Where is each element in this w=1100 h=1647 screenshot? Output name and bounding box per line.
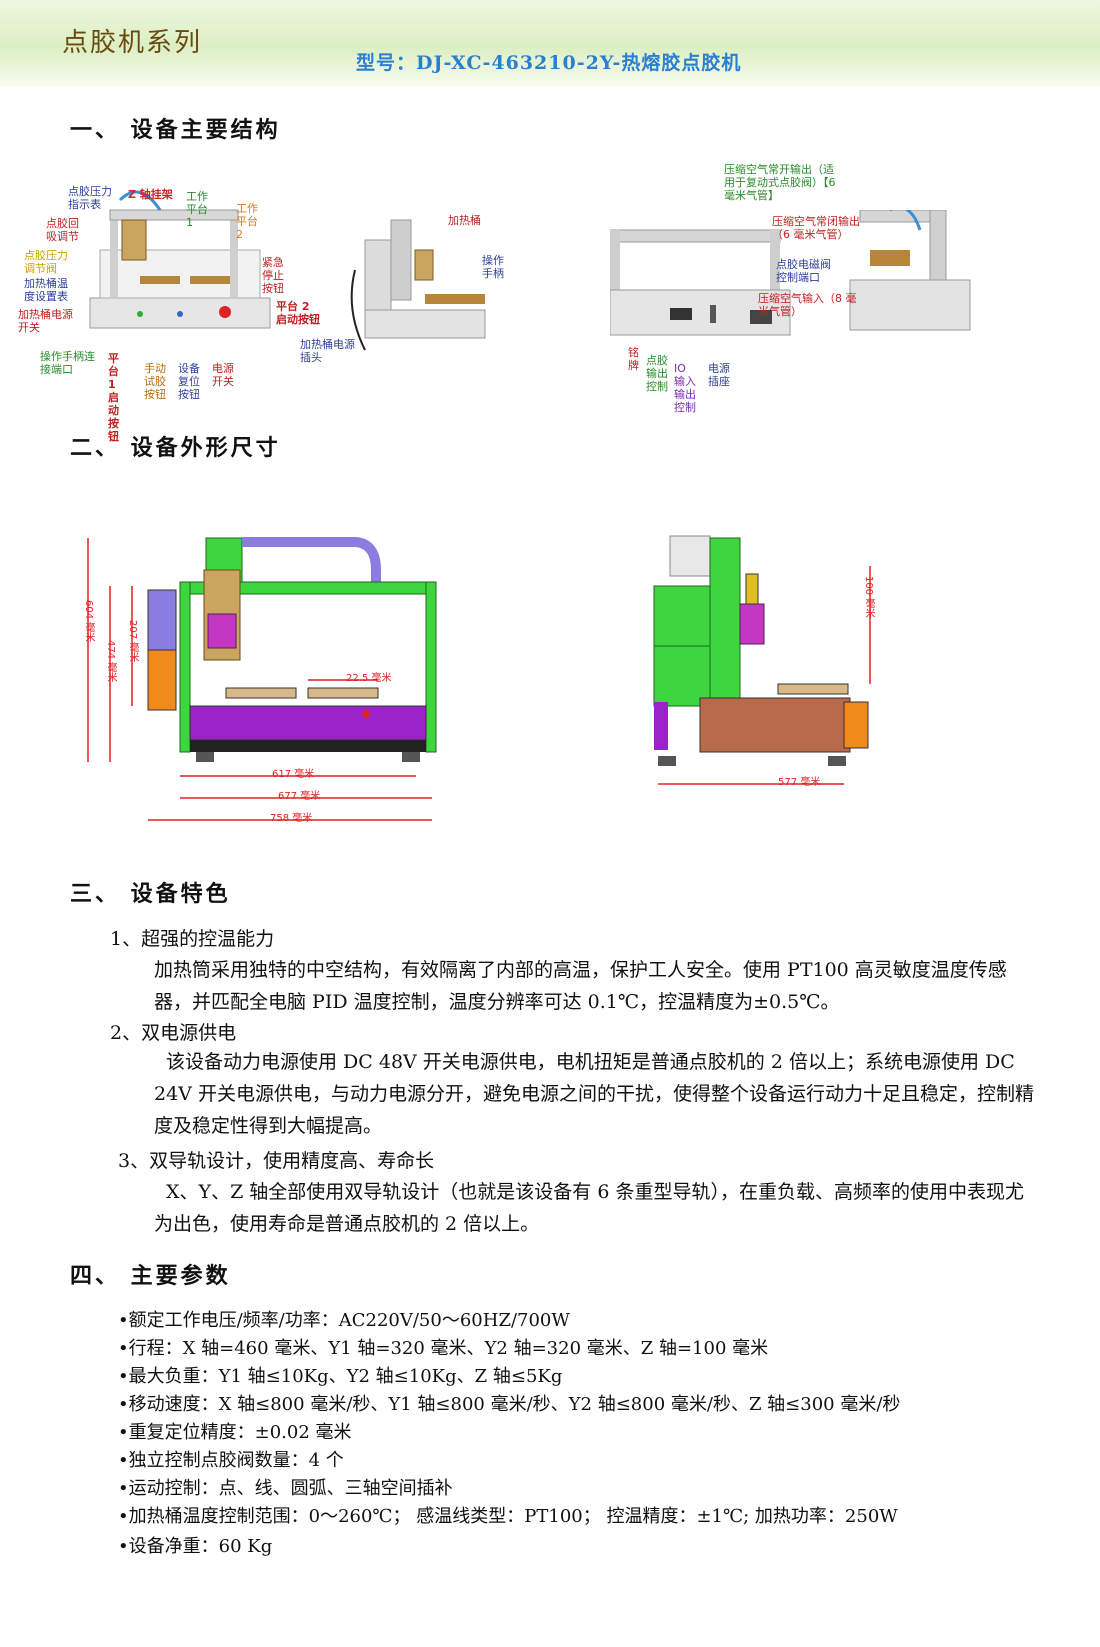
front-dimension-drawing — [147, 537, 437, 762]
label-platform-2: 工作平台 2 — [236, 202, 258, 241]
label-air-open-output: 压缩空气常开输出（适用于复动式点胶阀）【6毫米气管】 — [724, 163, 836, 202]
feature-body-1: 加热筒采用独特的中空结构，有效隔离了内部的高温，保护工人安全。使用 PT100 … — [154, 959, 1007, 1013]
feature-body-2: 该设备动力电源使用 DC 48V 开关电源供电，电机扭矩是普通点胶机的 2 倍以… — [154, 1051, 1034, 1137]
label-nameplate: 铭牌 — [628, 346, 639, 372]
param-item: •额定工作电压/频率/功率：AC220V/50～60HZ/700W — [118, 1310, 570, 1331]
dim-577: 577 毫米 — [778, 777, 821, 788]
label-platform-1: 工作平台 1 — [186, 190, 208, 229]
label-temp-setting: 加热桶温度设置表 — [24, 277, 68, 303]
dim-677: 677 毫米 — [278, 791, 321, 802]
model-title: 型号：DJ-XC-463210-2Y-热熔胶点胶机 — [356, 52, 742, 74]
dim-474: 474 毫米 — [105, 640, 116, 683]
label-suckback: 点胶回吸调节 — [46, 217, 79, 243]
dim-758: 758 毫米 — [270, 813, 313, 824]
machine-front-photo — [89, 190, 271, 329]
dim-617: 617 毫米 — [272, 769, 315, 780]
param-item: •加热桶温度控制范围：0～260℃； 感温线类型：PT100； 控温精度：±1℃… — [118, 1506, 898, 1527]
section-title-features: 三、 设备特色 — [70, 882, 231, 907]
feature-title-1: 1、超强的控温能力 — [110, 928, 275, 950]
param-item: •重复定位精度：±0.02 毫米 — [118, 1422, 352, 1443]
label-valve-port: 点胶电磁阀控制端口 — [776, 258, 831, 284]
section-title-params: 四、 主要参数 — [70, 1264, 231, 1289]
label-power-switch: 电源开关 — [212, 362, 234, 388]
param-item: •移动速度：X 轴≤800 毫米/秒、Y1 轴≤800 毫米/秒、Y2 轴≤80… — [118, 1394, 901, 1415]
section-title-structure: 一、 设备主要结构 — [70, 118, 281, 143]
label-handle-port: 操作手柄连接端口 — [40, 350, 95, 376]
label-io-control: IO 输入输出控制 — [674, 362, 696, 414]
label-heater-switch: 加热桶电源开关 — [18, 308, 73, 334]
label-manual-test: 手动试胶按钮 — [144, 362, 166, 401]
header-banner: 点胶机系列 型号：DJ-XC-463210-2Y-热熔胶点胶机 — [0, 0, 1100, 86]
dim-207: 207 毫米 — [127, 620, 138, 663]
param-item: •设备净重：60 Kg — [118, 1536, 273, 1557]
side-dimension-drawing — [653, 535, 871, 785]
label-emergency-stop: 紧急停止按钮 — [262, 256, 284, 295]
label-heater-barrel: 加热桶 — [448, 214, 481, 227]
series-title: 点胶机系列 — [62, 28, 203, 58]
label-air-input: 压缩空气输入（8 毫米气管） — [758, 292, 857, 318]
label-pressure-valve: 点胶压力调节阀 — [24, 249, 68, 275]
label-power-socket: 电源插座 — [708, 362, 730, 388]
section-title-dimensions: 二、 设备外形尺寸 — [70, 436, 281, 461]
feature-title-2: 2、双电源供电 — [110, 1022, 237, 1044]
feature-body-3: X、Y、Z 轴全部使用双导轨设计（也就是该设备有 6 条重型导轨），在重负载、高… — [154, 1181, 1024, 1235]
dim-604: 604 毫米 — [83, 600, 94, 643]
front-dimension-lines — [87, 538, 432, 821]
label-platform2-start: 平台 2 启动按钮 — [276, 300, 320, 326]
feature-title-3: 3、双导轨设计，使用精度高、寿命长 — [118, 1150, 435, 1172]
label-dispense-output: 点胶输出控制 — [646, 354, 668, 393]
label-handle: 操作手柄 — [482, 254, 504, 280]
label-reset-button: 设备复位按钮 — [178, 362, 200, 401]
machine-rear-photo — [610, 210, 971, 336]
machine-side-photo — [350, 219, 486, 351]
label-pressure-gauge: 点胶压力指示表 — [68, 185, 112, 211]
dim-22-5: 22.5 毫米 — [346, 673, 392, 684]
dim-100: 100 毫米 — [863, 576, 874, 619]
label-heater-plug: 加热桶电源插头 — [300, 338, 355, 364]
param-item: •最大负重：Y1 轴≤10Kg、Y2 轴≤10Kg、Z 轴≤5Kg — [118, 1366, 563, 1387]
label-z-axis-bracket: Z 轴挂架 — [128, 188, 173, 201]
label-platform1-start: 平台1启动按钮 — [108, 352, 119, 443]
param-item: •运动控制：点、线、圆弧、三轴空间插补 — [118, 1478, 453, 1499]
param-item: •独立控制点胶阀数量：4 个 — [118, 1450, 344, 1471]
label-air-closed-output: 压缩空气常闭输出（6 毫米气管） — [772, 215, 860, 241]
param-item: •行程：X 轴=460 毫米、Y1 轴=320 毫米、Y2 轴=320 毫米、Z… — [118, 1338, 769, 1359]
